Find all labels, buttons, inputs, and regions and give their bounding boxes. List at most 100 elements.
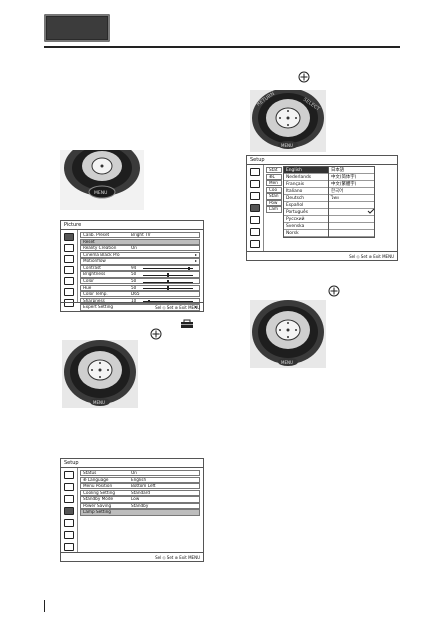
page-margin-marker (44, 600, 45, 612)
remote-control-image-1: RETURN SELECT MENU (248, 90, 328, 152)
menu-footer: Sel ◇ Set ⊛ Exit MENU (247, 251, 397, 260)
slider-knob[interactable] (167, 273, 169, 277)
menu-row-stub[interactable]: ⊕L (266, 173, 282, 180)
menu-row[interactable]: Expert Setting▸ (80, 304, 200, 311)
screen-icon[interactable] (64, 483, 74, 491)
menu-sidebar (61, 468, 78, 552)
menu-row-stub[interactable]: Pow (266, 199, 282, 207)
menu-row-label: Calib. Preset (83, 232, 110, 237)
language-option[interactable]: 中文(简体字) (329, 174, 374, 181)
remote-control-image-3: MENU (60, 340, 140, 408)
menu-row[interactable]: Reset (80, 238, 200, 245)
display-icon[interactable] (250, 192, 260, 200)
language-option[interactable]: English (284, 167, 328, 174)
menu-row-value: Standby (131, 502, 149, 508)
menu-row[interactable]: Brightness 50 (80, 271, 200, 278)
menu-row[interactable]: Cinema Black Pro▸ (80, 251, 200, 258)
information-icon[interactable] (64, 543, 74, 551)
setup-icon[interactable] (64, 507, 74, 515)
menu-row-label: Brightness (83, 271, 106, 277)
menu-row-stub[interactable]: Stat (266, 167, 282, 174)
menu-row-label: Color Temp. (83, 291, 108, 297)
slider-knob[interactable] (167, 286, 169, 290)
function-icon[interactable] (64, 519, 74, 527)
slider-knob[interactable] (167, 279, 169, 284)
screen-icon[interactable] (250, 180, 260, 188)
menu-row-label: Pow (269, 199, 278, 205)
menu-row-stub[interactable]: Stan (266, 193, 282, 200)
header-divider (44, 46, 400, 48)
svg-text:MENU: MENU (281, 360, 293, 365)
menu-row-label: Color (83, 278, 94, 284)
screen-icon[interactable] (64, 244, 74, 252)
menu-row-value: Standard (131, 489, 151, 495)
language-option[interactable]: Norsk (284, 230, 328, 237)
installation-icon[interactable] (64, 531, 74, 539)
language-option[interactable] (329, 230, 374, 237)
menu-row-value: Bottom Left (131, 483, 156, 489)
menu-title: Picture (61, 221, 203, 230)
setup-icon[interactable] (64, 266, 74, 274)
language-option[interactable] (329, 202, 374, 209)
installation-icon[interactable] (64, 288, 74, 296)
language-option[interactable]: ไทย (329, 195, 374, 202)
menu-row-label: Reality Creation (83, 245, 117, 251)
language-option[interactable]: 한국어 (329, 188, 374, 195)
menu-row-stub[interactable]: Lam (266, 206, 282, 213)
language-option[interactable]: Italiano (284, 188, 328, 195)
display-icon[interactable] (64, 255, 74, 263)
menu-row[interactable]: Color Temp.D65 (80, 291, 200, 298)
function-icon[interactable] (64, 277, 74, 285)
menu-row-stub[interactable]: Men (266, 180, 282, 187)
menu-row-value: 50 (131, 271, 137, 277)
information-icon[interactable] (250, 240, 260, 248)
information-icon[interactable] (64, 299, 74, 307)
menu-row[interactable]: Calib. Preset Bright TV (80, 232, 200, 239)
language-option[interactable] (329, 209, 374, 216)
menu-sidebar (61, 230, 78, 307)
menu-row-stub[interactable]: Coo (266, 186, 282, 193)
language-option[interactable]: 中文(繁體字) (329, 181, 374, 188)
slider-knob[interactable] (188, 266, 191, 271)
language-option[interactable]: Русский (284, 216, 328, 223)
language-option[interactable]: Nederlands (284, 174, 328, 181)
picture-icon[interactable] (64, 471, 74, 479)
language-option[interactable] (329, 216, 374, 223)
setup-icon[interactable] (250, 204, 260, 212)
menu-row-value: Low (131, 496, 140, 502)
installation-icon[interactable] (250, 228, 260, 236)
language-option[interactable] (329, 223, 374, 230)
language-option[interactable]: 日本語 (329, 167, 374, 174)
submenu-arrow-icon: ▸ (194, 251, 197, 257)
function-icon[interactable] (250, 216, 260, 224)
picture-icon[interactable] (250, 168, 260, 176)
language-option[interactable]: Français (284, 181, 328, 188)
section-tab (44, 14, 110, 42)
language-option[interactable]: Svenska (284, 223, 328, 230)
menu-row[interactable]: Lamp Setting (80, 509, 200, 516)
menu-sidebar (247, 165, 264, 251)
language-option[interactable]: Español (284, 202, 328, 209)
slider-track (143, 301, 193, 303)
menu-row[interactable]: Motionflow▸ (80, 258, 200, 265)
language-option[interactable]: Português (284, 209, 328, 216)
check-icon (367, 199, 375, 218)
picture-icon[interactable] (64, 233, 74, 241)
menu-row-value: Bright TV (131, 232, 151, 237)
language-option[interactable]: Deutsch (284, 195, 328, 202)
display-icon[interactable] (64, 495, 74, 503)
